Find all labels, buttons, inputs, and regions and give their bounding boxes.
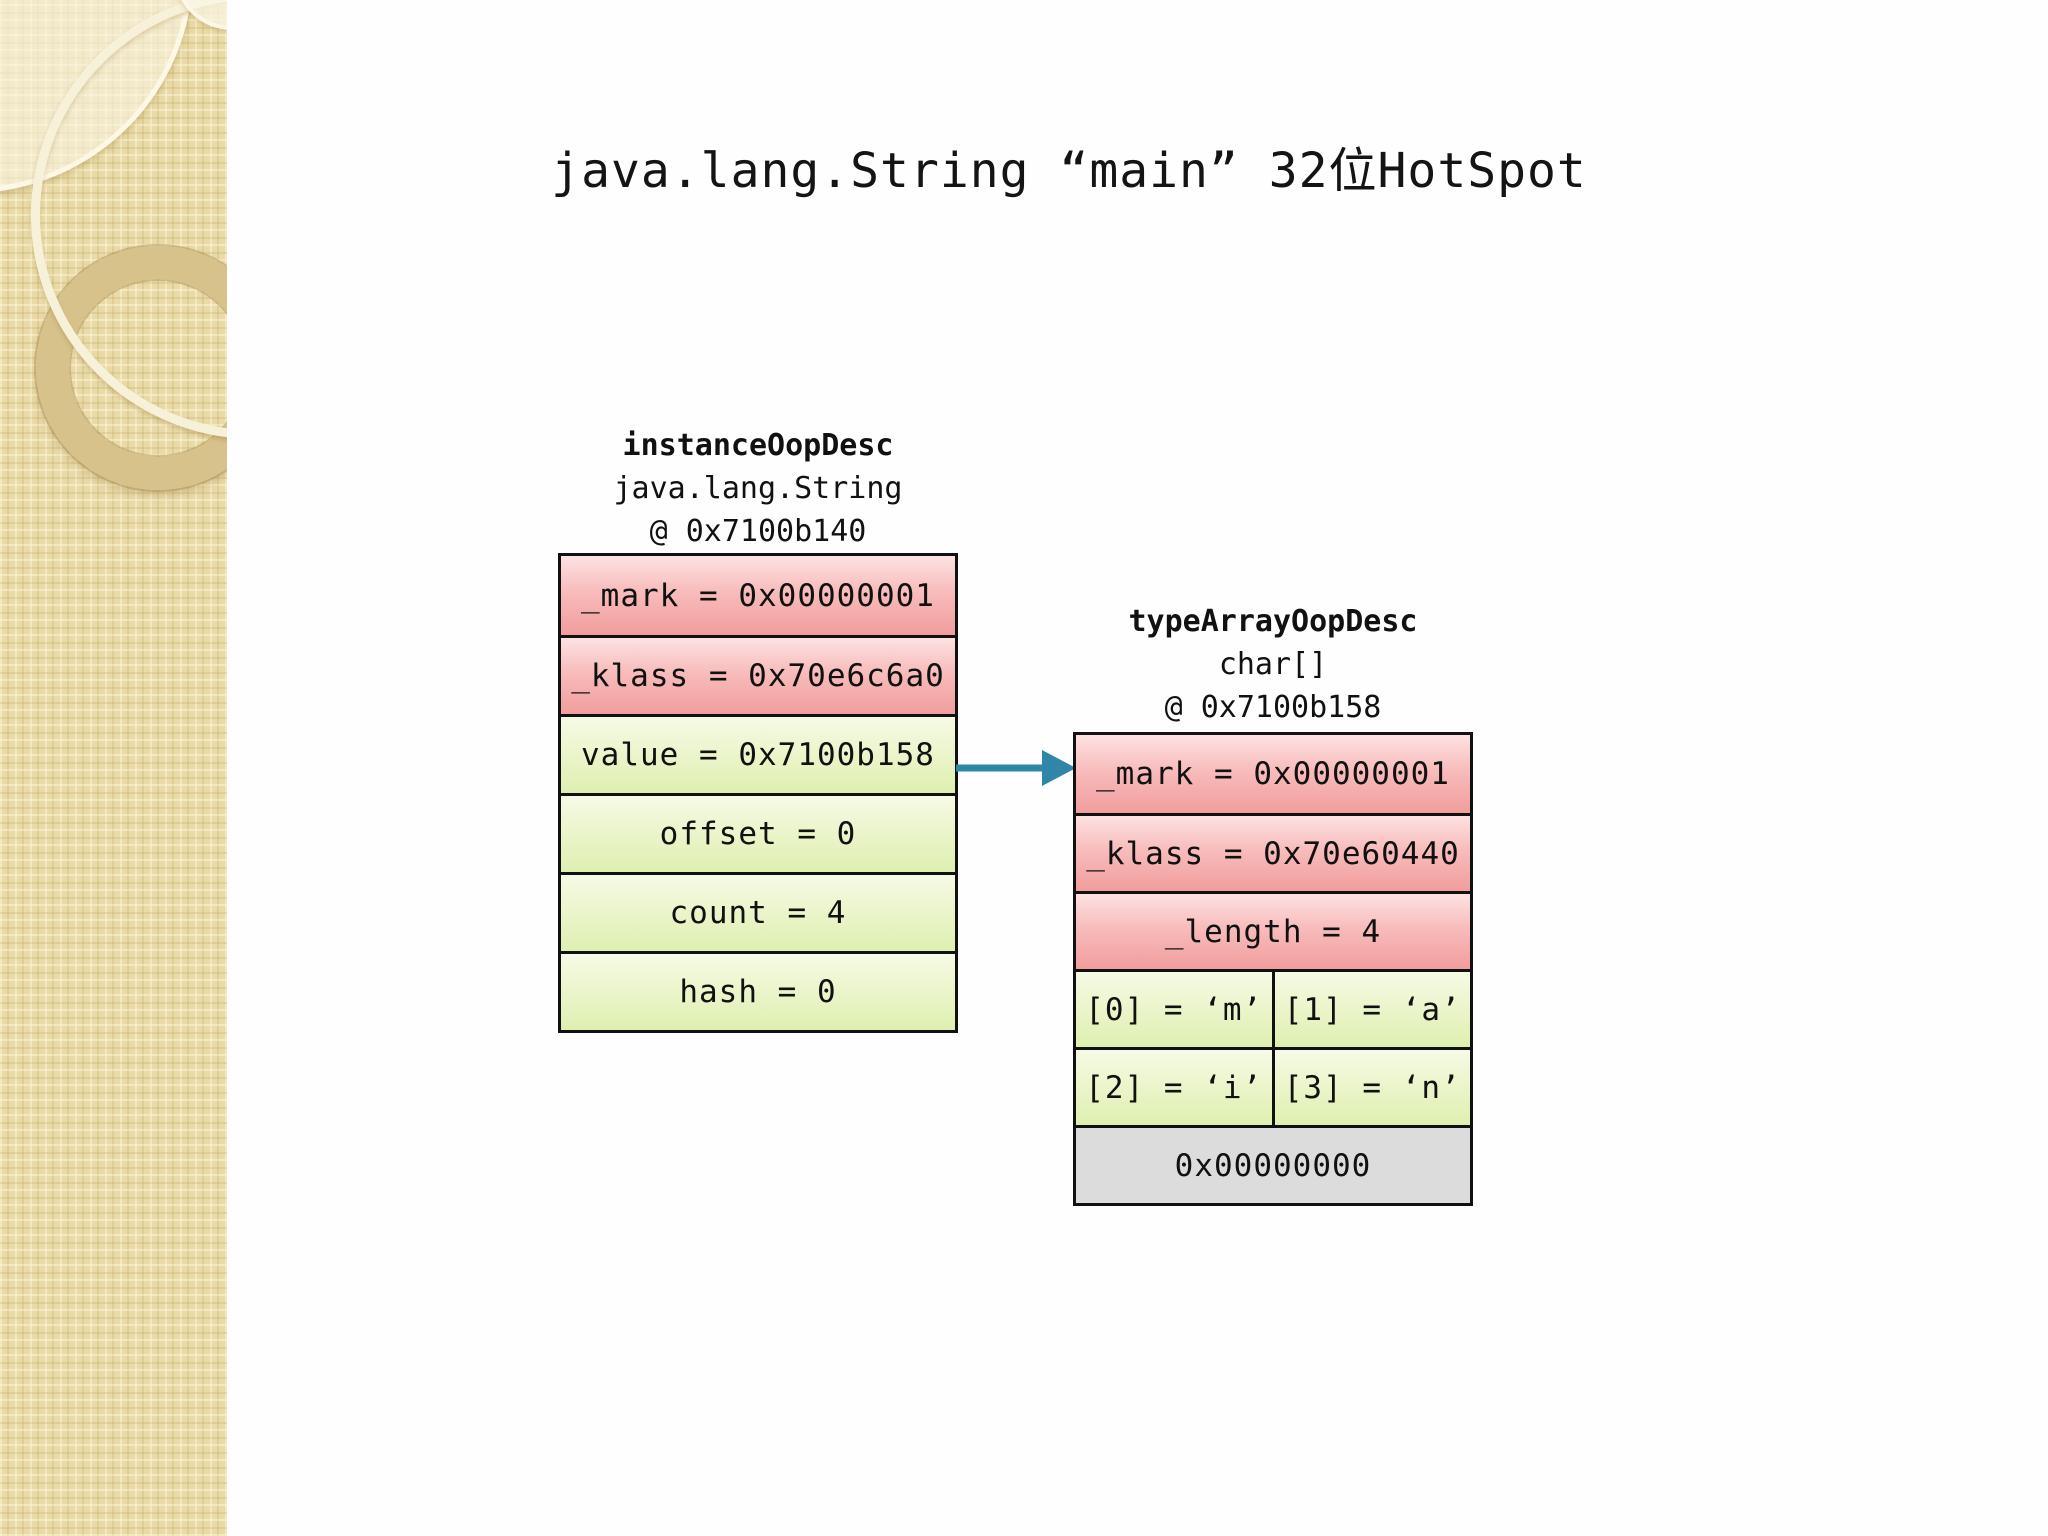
field-row-klass: _klass = 0x70e60440 [1076, 813, 1470, 891]
slide-title: java.lang.String “main” 32位HotSpot [551, 143, 1587, 199]
field-row-value: value = 0x7100b158 [561, 714, 955, 793]
field-row-offset: offset = 0 [561, 793, 955, 872]
type-array-oop-box: _mark = 0x00000001 _klass = 0x70e60440 _… [1073, 732, 1473, 1206]
padding-row: 0x00000000 [1076, 1125, 1470, 1203]
array-element-cell-1: [1] = ‘a’ [1271, 972, 1471, 1047]
field-row-length: _length = 4 [1076, 891, 1470, 969]
field-row-klass: _klass = 0x70e6c6a0 [561, 635, 955, 714]
array-element-cell-0: [0] = ‘m’ [1085, 991, 1263, 1028]
instance-oop-address: @ 0x7100b140 [649, 514, 867, 549]
pointer-arrow [956, 750, 1076, 786]
type-array-oop-class-name: char[] [1218, 647, 1328, 682]
field-row-hash: hash = 0 [561, 951, 955, 1030]
array-elements-row-2-3: [2] = ‘i’ [3] = ‘n’ [1076, 1047, 1470, 1125]
instance-oop-class-name: java.lang.String [613, 471, 903, 506]
field-row-mark: _mark = 0x00000001 [561, 556, 955, 635]
type-array-oop-header: typeArrayOopDesc char[] @ 0x7100b158 [1073, 600, 1473, 729]
instance-oop-type-name: instanceOopDesc [622, 428, 894, 463]
type-array-oop-type-name: typeArrayOopDesc [1128, 604, 1418, 639]
instance-oop-box: _mark = 0x00000001 _klass = 0x70e6c6a0 v… [558, 553, 958, 1033]
array-element-cell-2: [2] = ‘i’ [1085, 1069, 1263, 1106]
field-row-mark: _mark = 0x00000001 [1076, 735, 1470, 813]
pointer-arrow-head [1042, 750, 1076, 786]
type-array-oop-address: @ 0x7100b158 [1164, 690, 1382, 725]
sidebar-decoration [0, 0, 227, 1536]
array-element-cell-3: [3] = ‘n’ [1271, 1050, 1471, 1125]
array-elements-row-0-1: [0] = ‘m’ [1] = ‘a’ [1076, 969, 1470, 1047]
field-row-count: count = 4 [561, 872, 955, 951]
instance-oop-header: instanceOopDesc java.lang.String @ 0x710… [558, 424, 958, 553]
